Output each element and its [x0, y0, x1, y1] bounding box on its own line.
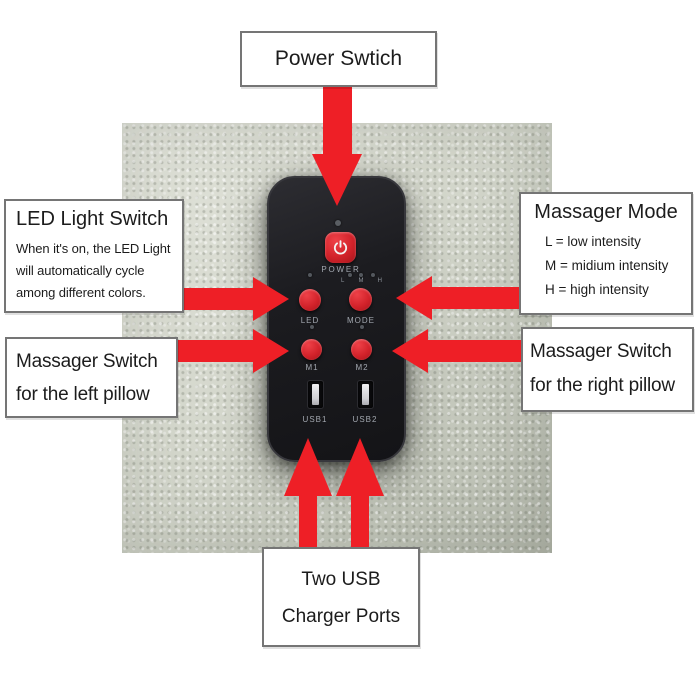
mode-callout-title: Massager Mode	[534, 201, 678, 223]
mode-level-l: L	[341, 278, 345, 284]
mode-level-h: H	[377, 278, 382, 284]
usb1-arrow-shaft	[299, 494, 317, 548]
mode-indicator-dot-low	[348, 273, 352, 277]
m1-button	[301, 339, 322, 360]
m1-indicator-dot	[310, 325, 314, 329]
usb1-port	[307, 380, 324, 409]
led-arrowhead-icon	[253, 277, 289, 321]
usb1-connector-tab	[312, 384, 319, 405]
power-button-label: POWER	[321, 265, 361, 274]
mode-arrowhead-icon	[396, 276, 432, 320]
m2-button-label: M2	[355, 363, 369, 372]
power-arrowhead-icon	[312, 154, 362, 206]
led-arrow-shaft	[181, 288, 255, 310]
mode-button	[349, 288, 372, 311]
power-indicator-dot	[335, 220, 341, 226]
m2-button	[351, 339, 372, 360]
led-callout-title: LED Light Switch	[16, 208, 169, 230]
usb2-connector-tab	[362, 384, 369, 405]
mode-level-labels: L M H	[341, 278, 382, 285]
led-indicator-dot	[308, 273, 312, 277]
usb1-port-label: USB1	[302, 415, 328, 424]
remote-control: POWER L M H LED MODE M1 M2 USB1 USB2	[267, 176, 406, 462]
power-callout-title: Power Swtich	[274, 47, 403, 70]
mode-callout-line: H = high intensity	[545, 282, 649, 297]
usb1-arrowhead-icon	[284, 438, 332, 496]
usb-callout-line: Two USB	[301, 569, 381, 590]
led-button-label: LED	[300, 316, 320, 325]
usb2-arrowhead-icon	[336, 438, 384, 496]
led-button	[299, 289, 321, 311]
right-massager-callout-line: for the right pillow	[530, 375, 675, 396]
right-massager-callout-line: Massager Switch	[530, 341, 672, 362]
mode-arrow-shaft	[430, 287, 520, 309]
right-massager-callout: Massager Switch for the right pillow	[521, 327, 694, 412]
led-callout-line: among different colors.	[16, 285, 146, 300]
led-callout: LED Light Switch When it's on, the LED L…	[4, 199, 184, 313]
m1-button-label: M1	[305, 363, 319, 372]
usb-callout-line: Charger Ports	[281, 606, 401, 627]
mode-indicator-dot-high	[371, 273, 375, 277]
led-callout-line: will automatically cycle	[16, 263, 145, 278]
mode-button-label: MODE	[347, 316, 375, 325]
power-arrow-shaft	[323, 86, 352, 156]
usb2-port	[357, 380, 374, 409]
led-callout-line: When it's on, the LED Light	[16, 241, 171, 256]
power-button	[325, 232, 356, 263]
left-massager-arrowhead-icon	[253, 329, 289, 373]
left-massager-callout-line: Massager Switch	[16, 351, 158, 372]
m2-indicator-dot	[360, 325, 364, 329]
mode-callout-line: L = low intensity	[545, 234, 641, 249]
right-massager-arrowhead-icon	[392, 329, 428, 373]
right-massager-arrow-shaft	[426, 340, 522, 362]
usb2-arrow-shaft	[351, 494, 369, 548]
left-massager-callout: Massager Switch for the left pillow	[5, 337, 178, 418]
mode-callout-line: M = midium intensity	[545, 258, 669, 273]
left-massager-callout-line: for the left pillow	[16, 384, 150, 405]
power-callout: Power Swtich	[240, 31, 437, 87]
mode-indicator-dot-mid	[359, 273, 363, 277]
mode-level-m: M	[358, 278, 364, 284]
left-massager-arrow-shaft	[175, 340, 255, 362]
usb-callout: Two USB Charger Ports	[262, 547, 420, 647]
mode-callout: Massager Mode L = low intensity M = midi…	[519, 192, 693, 315]
usb2-port-label: USB2	[352, 415, 378, 424]
power-icon	[333, 240, 348, 255]
